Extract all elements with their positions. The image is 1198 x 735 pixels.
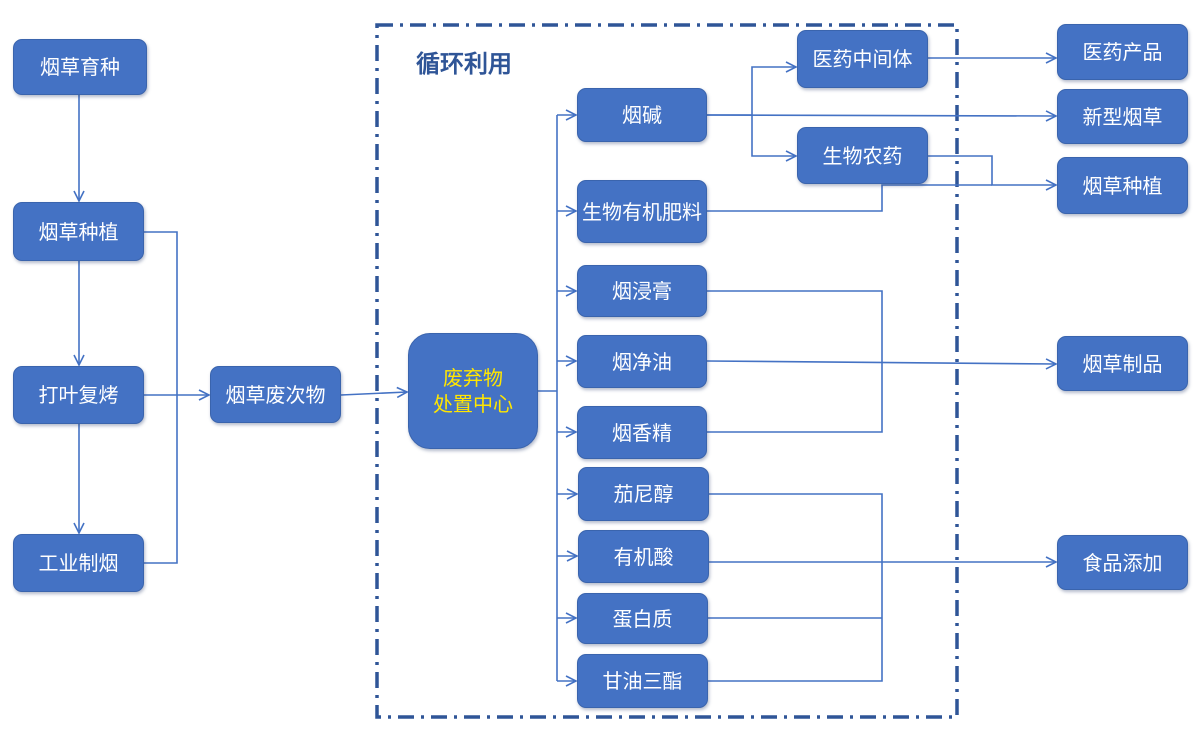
node-tobacco-oil[interactable]: 烟净油 (577, 335, 707, 388)
node-waste-disposal-center[interactable]: 废弃物 处置中心 (408, 333, 538, 449)
node-tobacco-products[interactable]: 烟草制品 (1057, 336, 1188, 391)
connector-to-pharma-intermediate (751, 67, 796, 115)
node-label: 打叶复烤 (38, 383, 119, 407)
connector-to-tobacco-products (706, 361, 1056, 364)
node-label: 烟草育种 (40, 55, 120, 79)
node-label: 新型烟草 (1082, 104, 1163, 129)
node-pharma-intermediate[interactable]: 医药中间体 (797, 30, 928, 88)
node-label: 烟草制品 (1082, 351, 1163, 376)
connector-extract-group (707, 290, 883, 433)
node-label: 烟草种植 (38, 219, 119, 244)
node-new-tobacco[interactable]: 新型烟草 (1057, 89, 1188, 144)
node-nicotine[interactable]: 烟碱 (577, 88, 707, 142)
center-label-line1: 废弃物 (443, 366, 503, 390)
node-label: 工业制烟 (38, 551, 119, 575)
connector-fertilizer-planting (707, 184, 992, 212)
node-label: 医药中间体 (812, 47, 913, 71)
node-label: 食品添加 (1082, 550, 1163, 575)
node-cigarette-manufacturing[interactable]: 工业制烟 (13, 534, 144, 592)
node-tobacco-essence[interactable]: 烟香精 (577, 406, 707, 459)
node-pharma-product[interactable]: 医药产品 (1057, 24, 1188, 80)
connector-nicotine-new-tobacco (706, 115, 1056, 116)
node-triglyceride[interactable]: 甘油三酯 (577, 654, 708, 708)
node-label: 甘油三酯 (602, 669, 683, 693)
node-protein[interactable]: 蛋白质 (577, 593, 708, 644)
node-label: 烟草种植 (1082, 173, 1163, 198)
center-label-line2: 处置中心 (433, 392, 513, 416)
connector-pesticide-planting (928, 155, 1056, 185)
connector-waste-center (340, 392, 407, 395)
node-leaf-redrying[interactable]: 打叶复烤 (13, 366, 144, 424)
node-label: 烟碱 (622, 103, 662, 127)
connector-to-bio-pesticide (751, 115, 796, 156)
node-bio-organic-fertilizer[interactable]: 生物有机肥料 (577, 180, 707, 243)
node-solanesol[interactable]: 茄尼醇 (578, 467, 709, 521)
node-tobacco-planting-output[interactable]: 烟草种植 (1057, 157, 1188, 214)
node-bio-pesticide[interactable]: 生物农药 (797, 127, 928, 184)
node-tobacco-extract[interactable]: 烟浸膏 (577, 265, 707, 317)
node-label: 有机酸 (613, 544, 674, 569)
region-title: 循环利用 (416, 50, 512, 78)
recycling-region-border (375, 23, 959, 719)
connector-food-group (708, 493, 883, 682)
node-label: 生物农药 (822, 143, 903, 168)
connector-bracket-left (144, 231, 178, 564)
node-food-additive[interactable]: 食品添加 (1057, 535, 1188, 590)
node-label: 蛋白质 (612, 606, 673, 631)
node-label: 烟草废次物 (225, 382, 326, 407)
node-organic-acid[interactable]: 有机酸 (578, 530, 709, 583)
node-label: 生物有机肥料 (582, 199, 702, 224)
node-label: 茄尼醇 (613, 482, 674, 506)
node-label: 烟浸膏 (612, 279, 672, 303)
node-tobacco-breeding[interactable]: 烟草育种 (13, 39, 147, 95)
node-label: 烟香精 (612, 420, 672, 445)
node-tobacco-planting[interactable]: 烟草种植 (13, 202, 144, 261)
node-label: 烟净油 (612, 349, 672, 374)
node-tobacco-waste[interactable]: 烟草废次物 (210, 366, 341, 423)
node-label: 医药产品 (1082, 40, 1163, 64)
